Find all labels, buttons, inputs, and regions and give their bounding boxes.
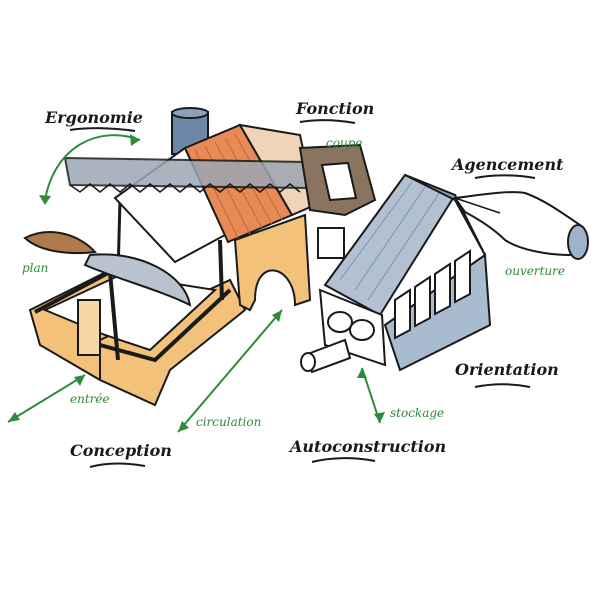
knife-blade bbox=[23, 231, 192, 307]
pointing-hand bbox=[453, 191, 589, 260]
label-orientation: Orientation bbox=[455, 360, 559, 379]
shed-illustration bbox=[300, 173, 589, 374]
circulation-arrow bbox=[177, 309, 283, 433]
saw-tool bbox=[63, 143, 377, 217]
label-ergonomie: Ergonomie bbox=[44, 108, 143, 127]
label-autoconstruction: Autoconstruction bbox=[288, 437, 446, 456]
label-underlines bbox=[69, 119, 536, 468]
label-stockage: stockage bbox=[390, 406, 444, 420]
house-illustration bbox=[23, 107, 377, 407]
label-fonction: Fonction bbox=[295, 99, 374, 118]
label-circulation: circulation bbox=[196, 415, 261, 429]
label-conception: Conception bbox=[70, 441, 172, 460]
ergonomie-arrow bbox=[44, 134, 141, 201]
labels: Ergonomie Fonction coupe Agencement plan… bbox=[22, 99, 565, 460]
label-plan: plan bbox=[22, 261, 48, 275]
label-ouverture: ouverture bbox=[505, 264, 565, 278]
label-agencement: Agencement bbox=[450, 155, 564, 174]
entree-arrow bbox=[7, 374, 86, 423]
annotation-arrows bbox=[7, 134, 385, 433]
storage-logs bbox=[300, 311, 375, 374]
label-entree: entrée bbox=[70, 392, 110, 406]
label-coupe: coupe bbox=[326, 136, 362, 150]
